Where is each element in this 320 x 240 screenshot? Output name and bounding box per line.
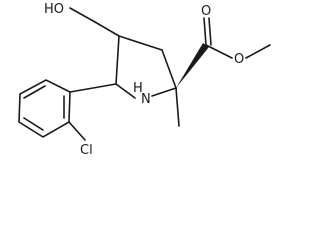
benzene-double-bond-2 [23, 117, 44, 131]
bond-c4-c5 [115, 35, 120, 85]
bond-c4-ch2 [94, 21, 120, 37]
benzene-double-bond-1 [23, 85, 46, 99]
ester-oxygen-label: O [234, 52, 244, 67]
bond-c-o-ester [205, 44, 233, 59]
bond-c2-methyl [175, 87, 180, 127]
benzene-ring [18, 79, 71, 138]
bond-n-c2 [151, 87, 177, 97]
hydroxyl-label: HO [44, 2, 64, 17]
bond-o-methyl [245, 44, 271, 59]
carbonyl-oxygen-label: O [201, 4, 211, 19]
bond-c5-n [115, 83, 136, 99]
bond-aryl-cl [68, 121, 86, 141]
amine-hydrogen-label: H [133, 81, 143, 96]
bond-ch2-oh [69, 7, 96, 23]
bond-carbonyl-c-o-double-b [208, 17, 212, 46]
amine-nitrogen-label: N [141, 92, 151, 107]
molecule-structure: HO O O H N Cl [18, 2, 271, 158]
bond-c3-c2 [161, 49, 177, 89]
bond-carbonyl-c-o-double-a [203, 17, 207, 46]
chlorine-label: Cl [80, 143, 93, 158]
bond-c5-aryl [69, 83, 117, 93]
stereo-wedge-bond [176, 43, 209, 88]
bond-c4-c3 [118, 35, 163, 51]
